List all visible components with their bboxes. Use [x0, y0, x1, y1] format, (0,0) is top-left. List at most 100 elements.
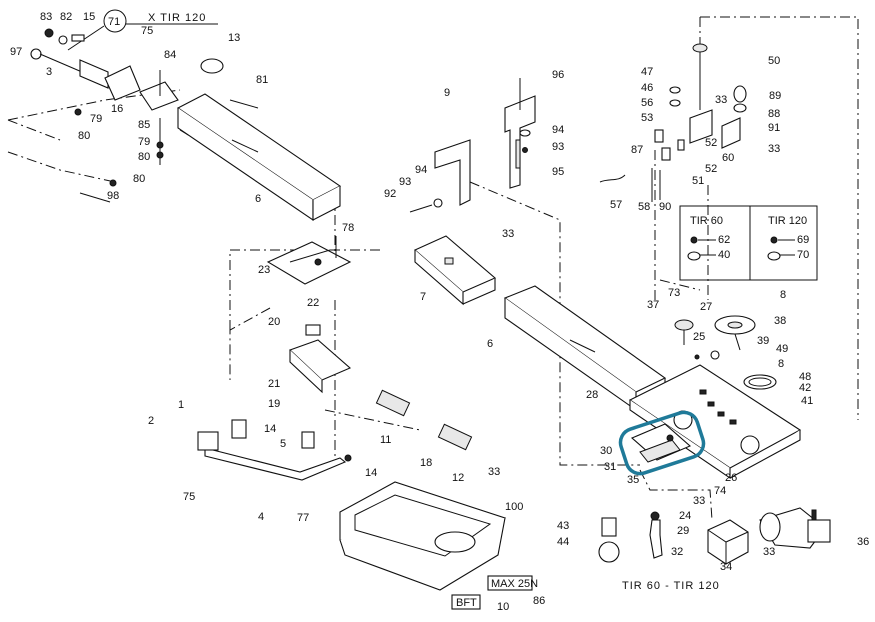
header-reference: 71 X TIR 120 — [67, 9, 218, 51]
callout-c31: 31 — [604, 461, 616, 473]
callout-c77: 77 — [297, 512, 309, 524]
label-plates: MAX 25N BFT — [451, 575, 538, 610]
callout-c14b: 14 — [365, 467, 377, 479]
callout-c21: 21 — [268, 378, 280, 390]
callout-c38: 38 — [774, 315, 786, 327]
top-right-assembly — [599, 43, 747, 202]
rail-section-upper — [176, 93, 342, 222]
callout-c26: 26 — [725, 472, 737, 484]
callout-c24: 24 — [679, 510, 691, 522]
carriage-part — [413, 235, 497, 306]
transformer-part — [707, 519, 749, 565]
callout-c27: 27 — [700, 301, 712, 313]
callout-c58: 58 — [638, 201, 650, 213]
callout-c83: 83 — [40, 11, 52, 23]
highlight-outline — [618, 410, 706, 476]
callout-c33e: 33 — [693, 495, 705, 507]
bracket-part — [434, 95, 536, 206]
callout-c94b: 94 — [415, 164, 427, 176]
callout-c92: 92 — [384, 188, 396, 200]
callout-c91: 91 — [768, 122, 780, 134]
callout-c28: 28 — [586, 389, 598, 401]
callout-c33a: 33 — [502, 228, 514, 240]
tir120-part-a: 69 — [797, 234, 809, 246]
callout-c12: 12 — [452, 472, 464, 484]
callout-c25: 25 — [693, 331, 705, 343]
callout-c95: 95 — [552, 166, 564, 178]
callout-c75a: 75 — [141, 25, 153, 37]
callout-c47: 47 — [641, 66, 653, 78]
tag-plate — [451, 594, 481, 610]
callout-c33f: 33 — [763, 546, 775, 558]
shaft-part — [375, 389, 473, 451]
callout-c35: 35 — [627, 474, 639, 486]
trolley-part — [288, 324, 352, 394]
callout-c3: 3 — [46, 66, 52, 78]
callout-c85: 85 — [138, 119, 150, 131]
tir-box-frame — [679, 205, 818, 281]
callout-c74: 74 — [714, 485, 726, 497]
tir60-part-a: 62 — [718, 234, 730, 246]
callout-c80b: 80 — [138, 151, 150, 163]
callout-c22: 22 — [307, 297, 319, 309]
knob-part — [674, 319, 720, 360]
reference-text: X TIR 120 — [148, 12, 206, 24]
lamp-part — [598, 517, 620, 563]
callout-c88: 88 — [768, 108, 780, 120]
tir120-part-b: 70 — [797, 249, 809, 261]
callout-c23: 23 — [258, 264, 270, 276]
callout-c1: 1 — [178, 399, 184, 411]
callout-c52a: 52 — [705, 137, 717, 149]
plate-part — [266, 241, 352, 285]
callout-c15: 15 — [83, 11, 95, 23]
callout-c98: 98 — [107, 190, 119, 202]
callout-c2: 2 — [148, 415, 154, 427]
callout-c93a: 93 — [552, 141, 564, 153]
callout-c8b: 8 — [778, 358, 784, 370]
callout-c89: 89 — [769, 90, 781, 102]
reference-circle-number: 71 — [108, 16, 120, 28]
callout-c5: 5 — [280, 438, 286, 450]
callout-c51: 51 — [692, 175, 704, 187]
callout-c33c: 33 — [715, 94, 727, 106]
callout-c82: 82 — [60, 11, 72, 23]
callout-c34: 34 — [720, 561, 732, 573]
callout-c37: 37 — [647, 299, 659, 311]
callout-c44: 44 — [557, 536, 569, 548]
tir-variant-box: TIR 60 TIR 120 62 40 69 70 — [679, 205, 818, 281]
callout-c87: 87 — [631, 144, 643, 156]
tir60-part-b: 40 — [718, 249, 730, 261]
callout-c13: 13 — [228, 32, 240, 44]
plug-part — [649, 511, 663, 559]
callout-c60: 60 — [722, 152, 734, 164]
callout-c7: 7 — [420, 291, 426, 303]
callout-c93b: 93 — [399, 176, 411, 188]
callout-c20: 20 — [268, 316, 280, 328]
callout-c36: 36 — [857, 536, 869, 548]
callout-c4: 4 — [258, 511, 264, 523]
callout-c6a: 6 — [255, 193, 261, 205]
pcb-part — [630, 423, 692, 463]
callout-c16: 16 — [111, 103, 123, 115]
callout-c49: 49 — [776, 343, 788, 355]
callout-c97: 97 — [10, 46, 22, 58]
arm-part — [197, 419, 352, 481]
callout-c33d: 33 — [768, 143, 780, 155]
callout-c53: 53 — [641, 112, 653, 124]
callout-c100: 100 — [505, 501, 523, 513]
callout-c86: 86 — [533, 595, 545, 607]
callout-c90: 90 — [659, 201, 671, 213]
callout-c33b: 33 — [488, 466, 500, 478]
callout-c80c: 80 — [133, 173, 145, 185]
tir-box-right-title: TIR 120 — [768, 215, 807, 227]
callout-c10: 10 — [497, 601, 509, 613]
rail-section-middle — [503, 285, 667, 412]
callout-c73: 73 — [668, 287, 680, 299]
callout-c30: 30 — [600, 445, 612, 457]
callout-c79a: 79 — [90, 113, 102, 125]
gear-part — [714, 315, 756, 351]
callout-c78: 78 — [342, 222, 354, 234]
callout-c18: 18 — [420, 457, 432, 469]
